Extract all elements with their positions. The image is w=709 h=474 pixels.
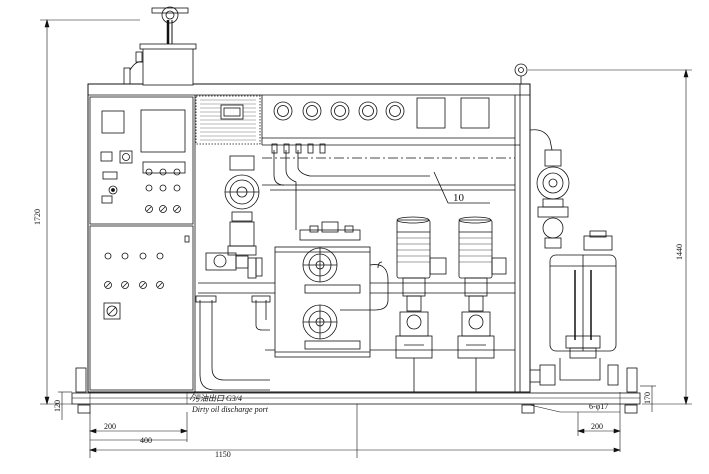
display-panel <box>140 109 186 153</box>
hole-note: 6-φ17 <box>589 402 608 411</box>
main-switch <box>103 302 121 320</box>
dimension-lines <box>40 18 692 458</box>
dim-frame-height: 1440 <box>675 244 684 260</box>
duplex-filter <box>530 230 619 386</box>
motor-1 <box>396 216 447 312</box>
dim-overall-width: 1150 <box>215 450 231 459</box>
control-cabinet <box>89 96 194 391</box>
discharge-port-cn: 污油出口 G3/4 <box>192 394 242 403</box>
sight-glass-filter <box>224 155 260 256</box>
dim-left-base: 120 <box>53 400 62 412</box>
flange-upper <box>302 247 338 283</box>
gauge-panel <box>195 95 515 145</box>
dim-overall-height: 1720 <box>33 209 42 225</box>
pressure-gauges <box>273 101 405 121</box>
right-valves <box>529 129 570 249</box>
part-callout <box>433 171 490 204</box>
meter-box-1 <box>416 97 446 129</box>
dim-left-200: 200 <box>104 422 116 431</box>
part-number-label: 10 <box>453 192 465 204</box>
motor-2 <box>458 216 507 312</box>
indicator-panel-small <box>101 110 125 134</box>
main-frame <box>87 63 531 393</box>
dim-left-400: 400 <box>140 436 152 445</box>
gear-pump <box>205 252 263 279</box>
dim-right-200: 200 <box>591 422 603 431</box>
lower-panel-lamps <box>104 252 164 289</box>
left-pipe-loop <box>195 295 271 391</box>
dim-right-base: 170 <box>643 392 652 404</box>
meter-box-2 <box>460 97 490 129</box>
flange-lower <box>302 304 338 340</box>
heater-tank <box>123 6 197 86</box>
base-skid <box>71 367 641 414</box>
discharge-port-en: Dirty oil discharge port <box>191 405 269 414</box>
indicator-lamps <box>145 168 181 213</box>
lower-pumps <box>395 311 495 392</box>
separator-unit <box>274 221 389 358</box>
